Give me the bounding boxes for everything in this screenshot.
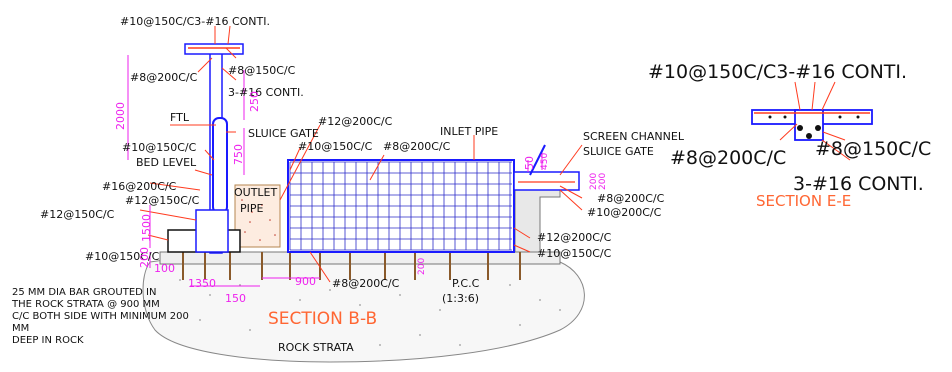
label-right-12at200: #12@200C/C: [537, 231, 612, 244]
note-line-3: C/C BOTH SIDE WITH MINIMUM 200: [12, 311, 189, 322]
note-line-2: THE ROCK STRATA @ 900 MM: [11, 299, 160, 310]
dim-900: 900: [295, 275, 316, 288]
label-top-8at200: #8@200C/C: [130, 71, 198, 84]
label-tank-8at200: #8@200C/C: [383, 140, 451, 153]
section-ee-title: SECTION E-E: [756, 192, 851, 210]
top-beam: [184, 43, 244, 55]
dim-1350: 1350: [188, 277, 216, 290]
label-right-10at200: #10@200C/C: [587, 206, 662, 219]
dim-150: 150: [225, 292, 246, 305]
anchor-bars: [182, 252, 521, 280]
left-inner-block: [195, 209, 229, 253]
dim-750: 750: [232, 144, 245, 165]
dim-2000: 2000: [114, 102, 127, 130]
label-top-3x16: 3-#16 CONTI.: [228, 86, 304, 99]
label-wall-10at150: #10@150C/C: [122, 141, 197, 154]
sluice-gate-shape: [212, 117, 228, 214]
label-wall-12at150-a: #12@150C/C: [125, 194, 200, 207]
note-line-1: 25 MM DIA BAR GROUTED IN: [12, 287, 156, 298]
tank-mesh: [289, 161, 512, 251]
note-line-4: MM: [12, 323, 29, 334]
label-sluice-gate: SLUICE GATE: [248, 127, 319, 140]
label-inlet-pipe: INLET PIPE: [440, 125, 498, 138]
label-top-conti: #10@150C/C3-#16 CONTI.: [120, 15, 270, 28]
label-tank-10at150: #10@150C/C: [298, 140, 373, 153]
ee-rib: [794, 109, 824, 141]
label-bottom-8at200: #8@200C/C: [332, 277, 400, 290]
label-right-10at150: #10@150C/C: [537, 247, 612, 260]
rock-strata-outline: [142, 252, 585, 363]
leader-lines: [139, 25, 583, 283]
dim-200-c: 200: [589, 173, 599, 190]
label-outlet-pipe-2: PIPE: [240, 202, 264, 215]
ee-bars: [768, 115, 860, 139]
label-outlet-pipe-1: OUTLET: [234, 186, 278, 199]
label-base-10at150: #10@150C/C: [85, 250, 160, 263]
screen-channel-box: [513, 171, 580, 191]
label-pcc-2: (1:3:6): [442, 292, 479, 305]
label-top-8at150: #8@150C/C: [228, 64, 296, 77]
label-tank-12at200: #12@200C/C: [318, 115, 393, 128]
label-pcc-1: P.C.C: [452, 277, 480, 290]
label-bed-level: BED LEVEL: [136, 156, 197, 169]
label-wall-12at150-b: #12@150C/C: [40, 208, 115, 221]
ee-label-3x16: 3-#16 CONTI.: [793, 173, 924, 195]
dim-200: 200: [138, 247, 151, 268]
ee-leaders: [779, 81, 851, 161]
dim-1500: 1500: [140, 214, 153, 242]
label-ftl: FTL: [170, 111, 190, 124]
note-line-5: DEEP IN ROCK: [12, 335, 84, 346]
dim-200-d: 200: [598, 173, 608, 190]
outlet-pipe-stipple: [241, 199, 276, 241]
label-sluice-gate-2: SLUICE GATE: [583, 145, 654, 158]
label-right-8at200: #8@200C/C: [597, 192, 665, 205]
ee-label-8at150: #8@150C/C: [815, 138, 931, 160]
rock-strata-hatch: [179, 279, 561, 346]
ee-label-8at200: #8@200C/C: [670, 147, 786, 169]
label-wall-16at200: #16@200C/C: [102, 180, 177, 193]
section-ee-drawing: [751, 81, 873, 161]
inlet-pipe-arrow: [529, 144, 546, 176]
dim-100: 100: [154, 262, 175, 275]
label-screen-channel: SCREEN CHANNEL: [583, 130, 685, 143]
label-rock-strata: ROCK STRATA: [278, 341, 354, 354]
section-bb-title: SECTION B-B: [268, 309, 377, 329]
dim-450: 450: [540, 153, 550, 170]
dim-250: 250: [248, 91, 261, 112]
dim-50: 50: [523, 156, 536, 170]
pcc-base: [159, 251, 561, 265]
dimension-lines: [127, 55, 543, 287]
outlet-pipe-box: [234, 184, 281, 248]
dim-200-b: 200: [417, 258, 427, 275]
ee-label-top: #10@150C/C3-#16 CONTI.: [648, 61, 907, 83]
